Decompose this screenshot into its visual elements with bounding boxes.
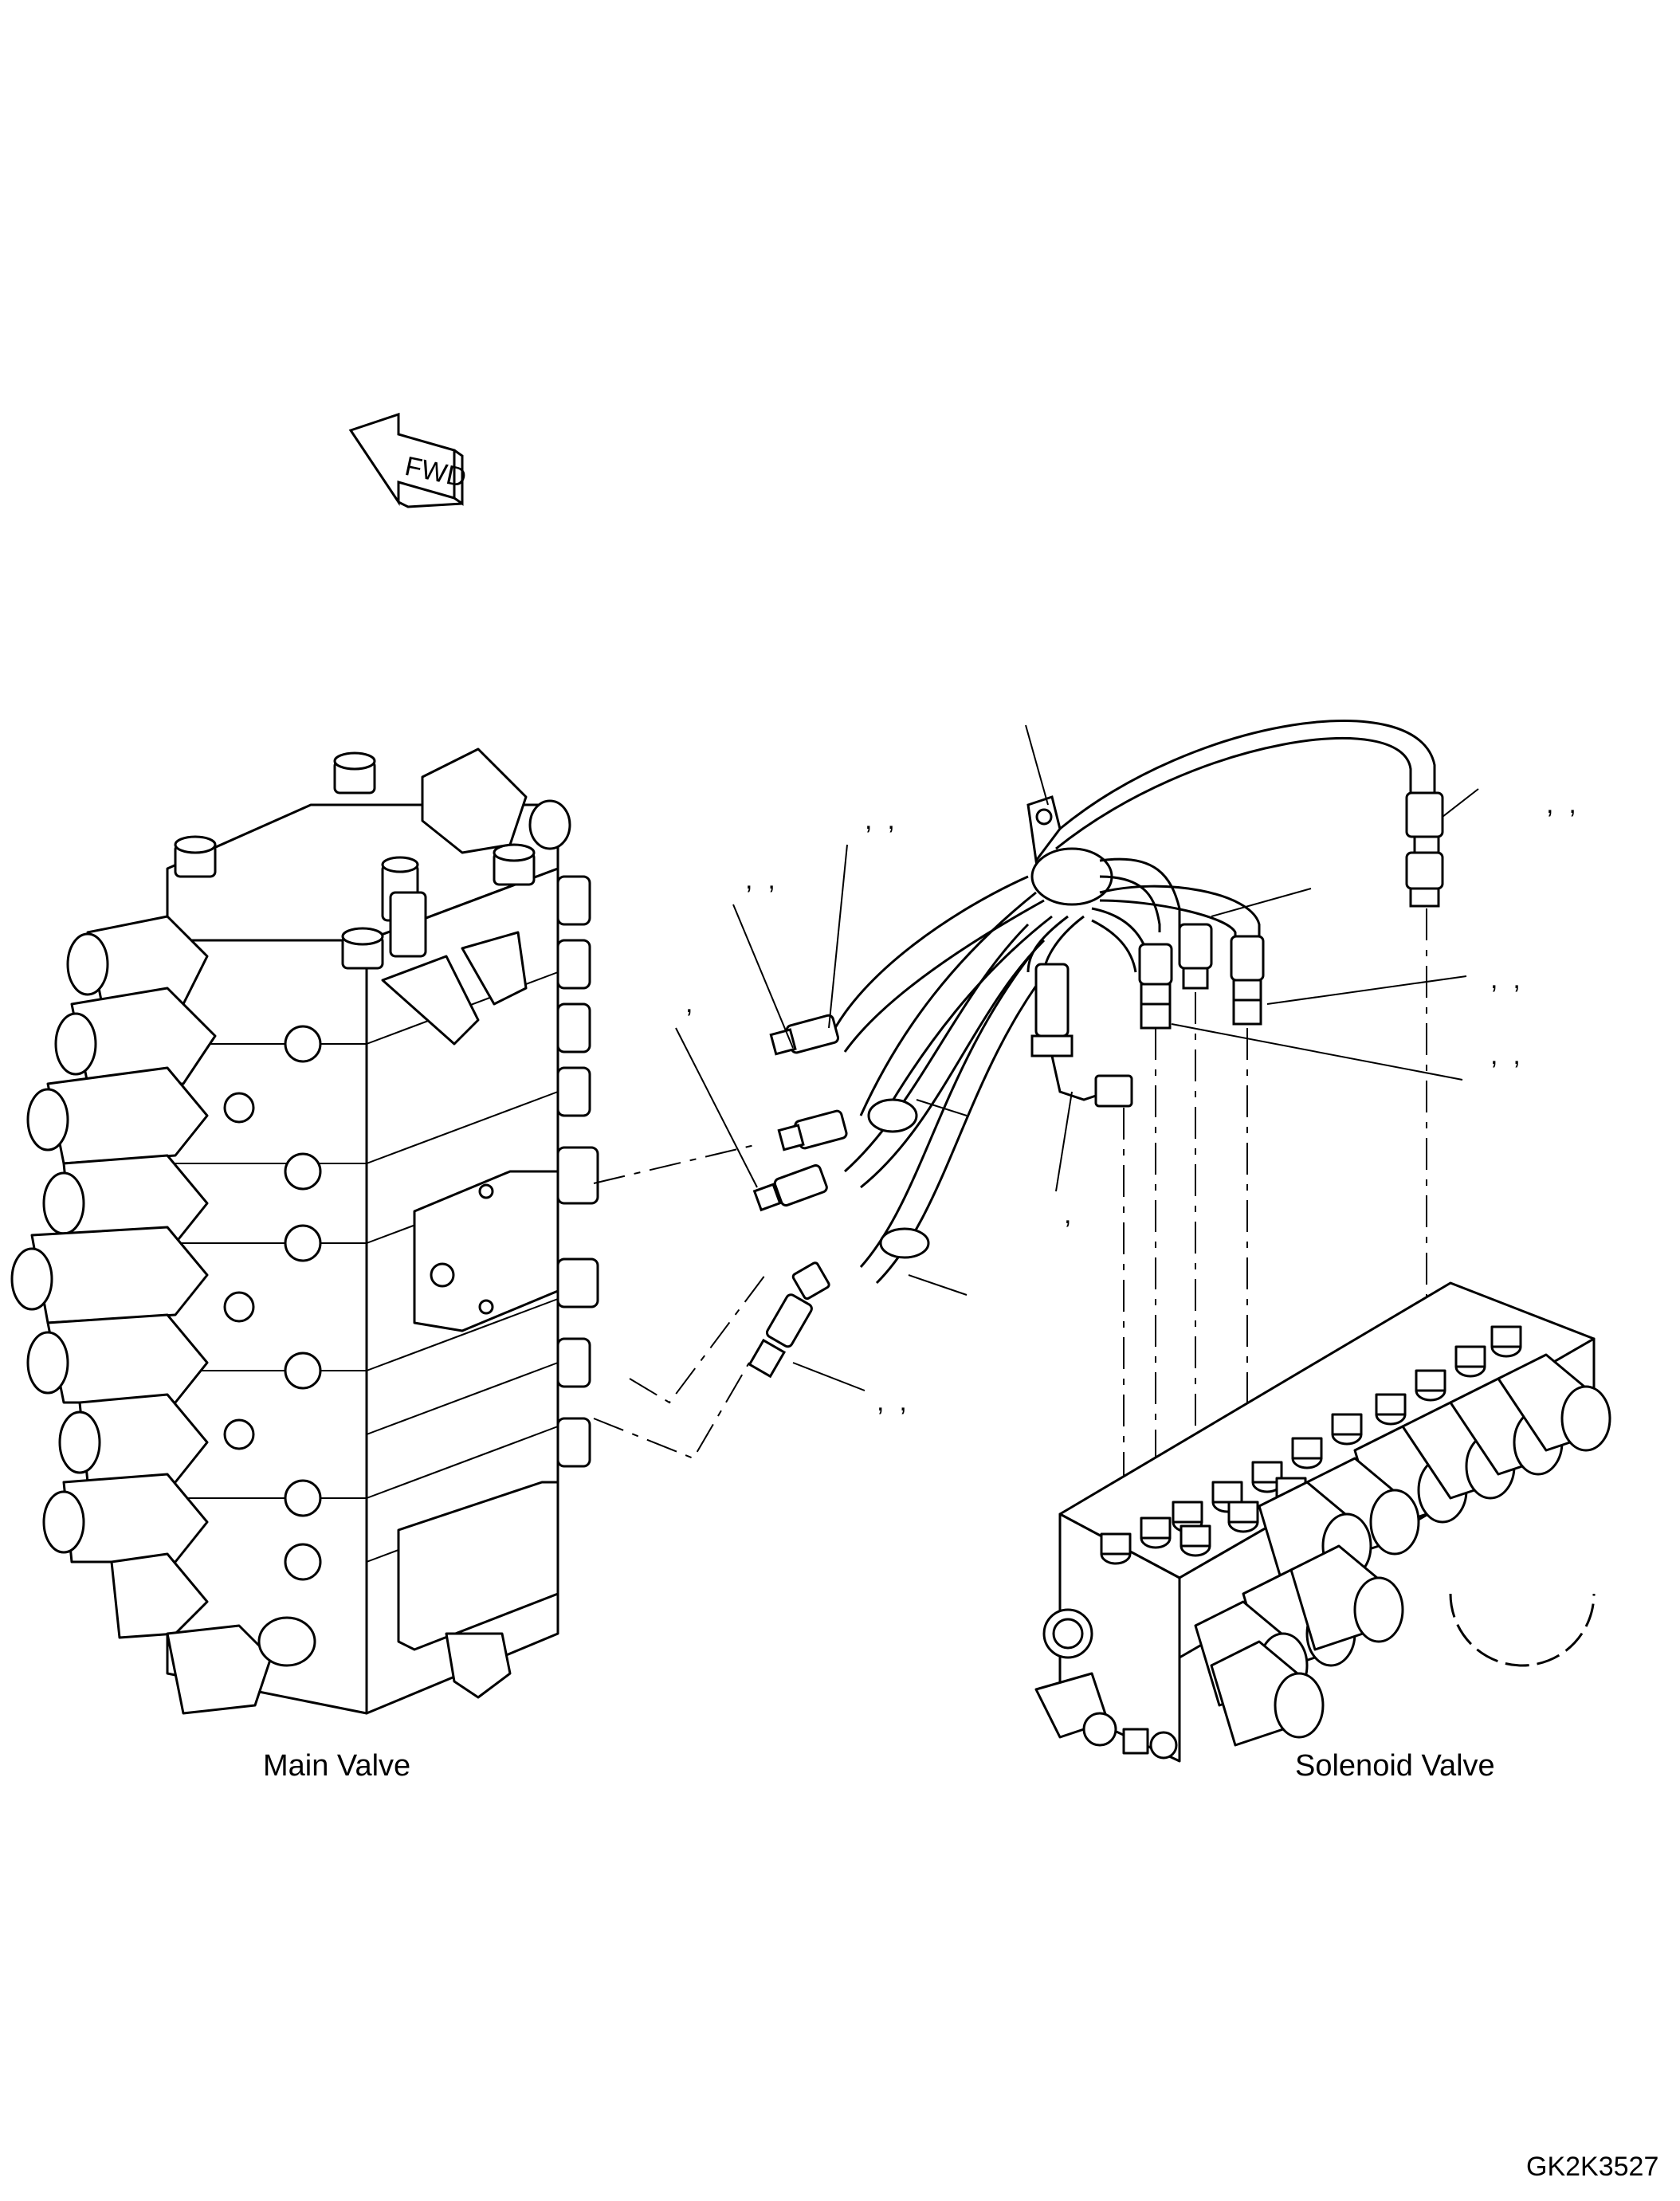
figure-id: GK2K3527 [1526,2152,1659,2182]
solenoid-valve-caption: Solenoid Valve [1295,1749,1495,1783]
main-valve-caption: Main Valve [263,1749,411,1783]
callout-2: , , [745,865,775,895]
callout-6: , , [1490,1040,1521,1070]
hose-assembly-drawing [748,720,1444,1379]
callout-5: , , [1490,964,1521,995]
callout-1: , , [865,805,895,835]
forward-direction-arrow-icon: FWD [348,412,469,508]
callout-7: , [1064,1199,1072,1230]
solenoid-valve-drawing [1034,1281,1611,1763]
callout-8: , , [877,1387,907,1417]
main-valve-drawing [10,747,599,1715]
callout-4: , , [1546,789,1576,819]
callout-3: , [685,988,693,1018]
